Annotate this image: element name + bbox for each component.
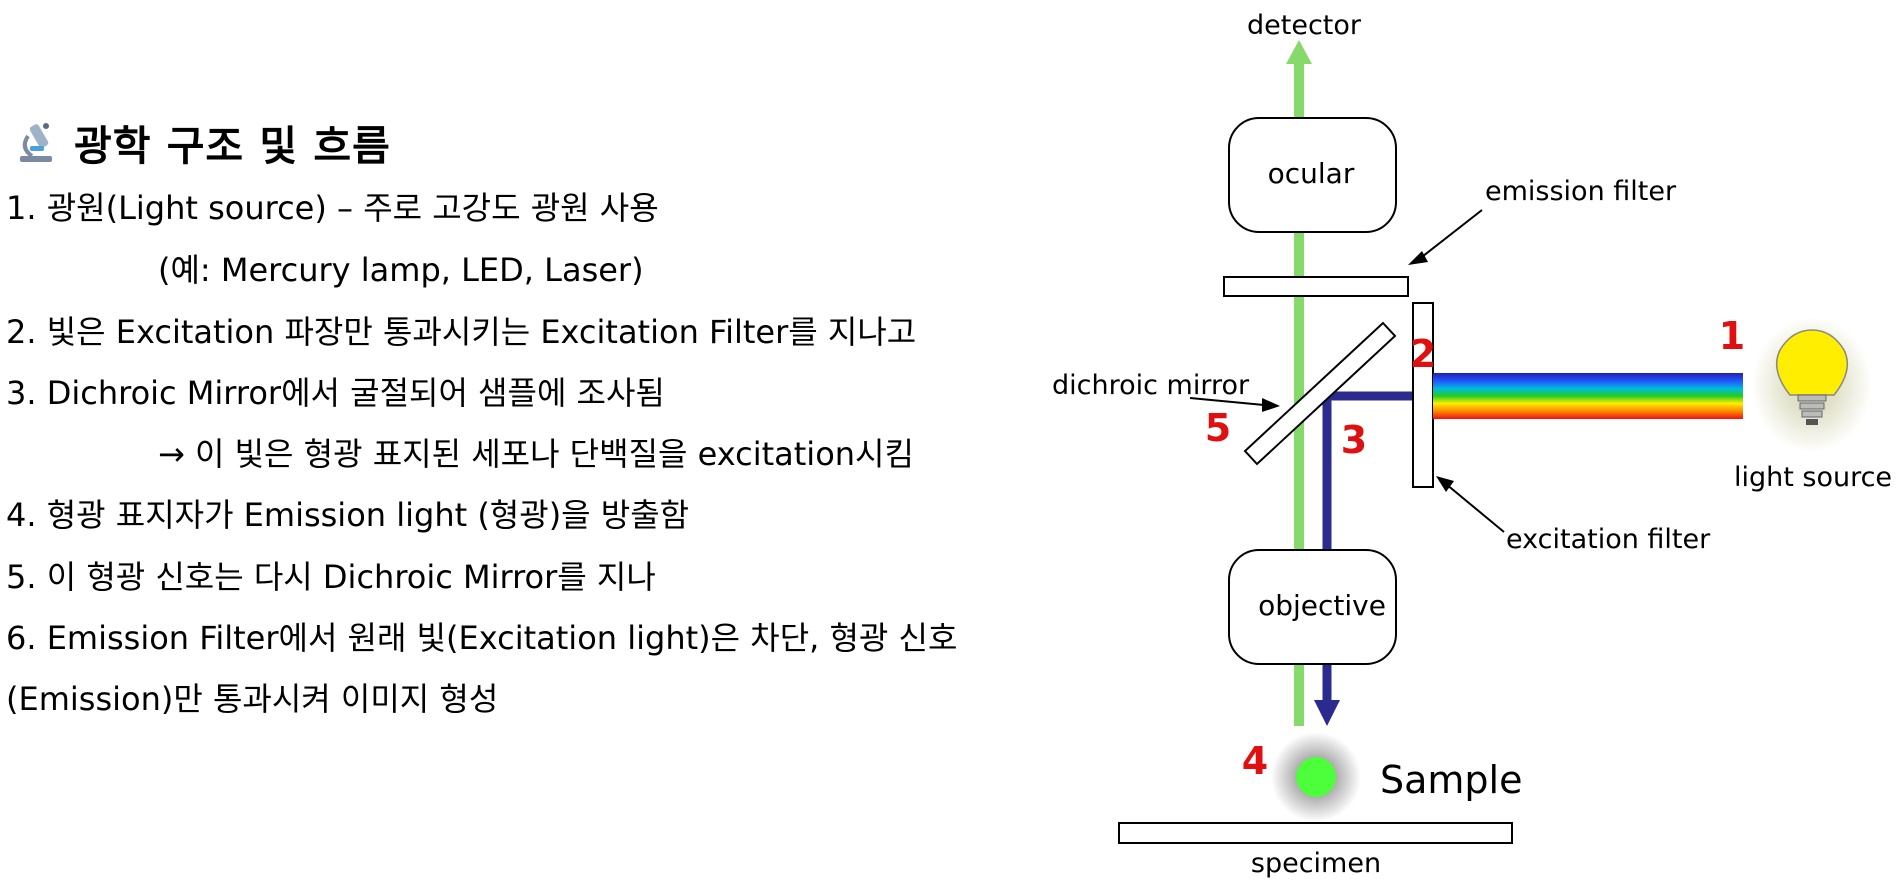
step-2-text: 2. 빛은 Excitation 파장만 통과시키는 Excitation Fi… xyxy=(6,313,917,351)
emission-beam-arrowhead xyxy=(1286,40,1312,64)
explanation-panel: 광학 구조 및 흐름 1. 광원(Light source) – 주로 고강도 … xyxy=(6,112,958,718)
sample-label: Sample xyxy=(1380,758,1522,802)
detector-label: detector xyxy=(1247,10,1362,41)
ocular-label: ocular xyxy=(1268,157,1355,190)
objective-lens xyxy=(1228,549,1397,665)
dichroic-mirror-pointer xyxy=(1189,397,1265,406)
step-6-continuation-text: (Emission)만 통과시켜 이미지 형성 xyxy=(6,680,499,718)
step-3-text: 3. Dichroic Mirror에서 굴절되어 샘플에 조사됨 xyxy=(6,374,665,412)
step-marker-5: 5 xyxy=(1205,406,1231,450)
step-marker-2: 2 xyxy=(1410,332,1436,376)
step-4-text: 4. 형광 표지자가 Emission light (형광)을 방출함 xyxy=(6,496,690,534)
emission-filter-pointer xyxy=(1417,209,1483,261)
excitation-filter-label: excitation filter xyxy=(1506,524,1711,555)
step-6-text: 6. Emission Filter에서 원래 빛(Excitation lig… xyxy=(6,619,958,657)
dichroic-mirror-label: dichroic mirror xyxy=(1052,370,1250,401)
step-5-text: 5. 이 형광 신호는 다시 Dichroic Mirror를 지나 xyxy=(6,558,656,596)
step-1-examples-text: (예: Mercury lamp, LED, Laser) xyxy=(158,251,644,289)
objective-label: objective xyxy=(1258,589,1386,622)
light-bulb-icon xyxy=(1775,329,1849,425)
specimen-label: specimen xyxy=(1251,848,1381,879)
sample-dot xyxy=(1296,757,1336,797)
step-marker-1: 1 xyxy=(1719,314,1745,358)
excitation-filter-arrowhead xyxy=(1436,476,1454,492)
step-1-text: 1. 광원(Light source) – 주로 고강도 광원 사용 xyxy=(6,189,659,227)
light-source-label: light source xyxy=(1734,462,1892,493)
step-marker-4: 4 xyxy=(1242,739,1268,783)
light-beam xyxy=(1433,373,1743,419)
section-heading: 광학 구조 및 흐름 xyxy=(12,112,391,172)
emission-beam xyxy=(1294,60,1304,726)
fluorescence-microscope-diagram: ocular emission filter dichroic mirror e… xyxy=(1052,10,1892,879)
excitation-filter xyxy=(1412,302,1434,488)
dichroic-mirror xyxy=(1243,321,1397,466)
step-3-detail-text: → 이 빛은 형광 표지된 세포나 단백질을 excitation시킴 xyxy=(158,435,914,473)
microscope-icon xyxy=(20,123,52,162)
dichroic-mirror-arrowhead xyxy=(1262,398,1280,412)
specimen-slide xyxy=(1118,822,1513,844)
emission-filter xyxy=(1223,276,1409,297)
emission-filter-label: emission filter xyxy=(1485,176,1677,207)
step-marker-3: 3 xyxy=(1341,418,1367,462)
ocular-lens xyxy=(1228,117,1397,233)
excitation-filter-pointer xyxy=(1445,483,1505,533)
heading-title: 광학 구조 및 흐름 xyxy=(74,122,391,170)
excitation-beam-arrowhead xyxy=(1314,700,1340,726)
emission-filter-arrowhead xyxy=(1408,251,1428,265)
